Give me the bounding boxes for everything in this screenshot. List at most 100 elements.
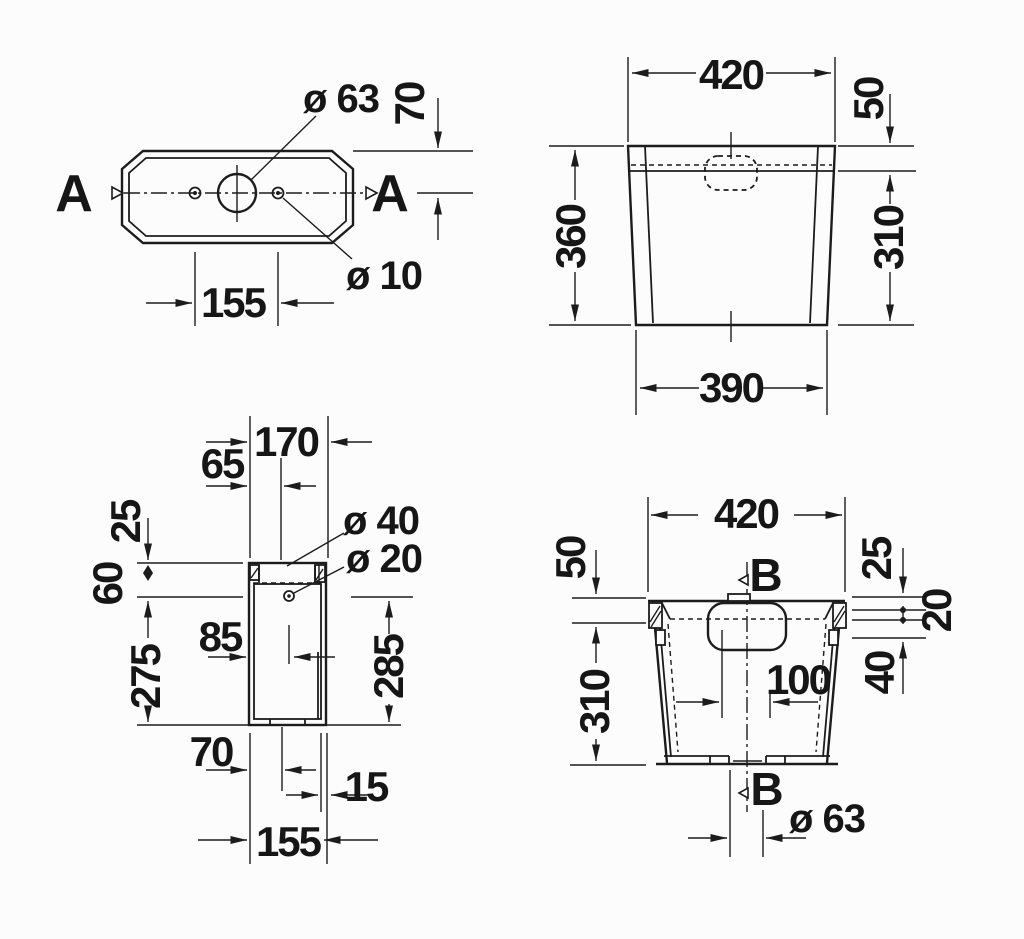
cistern-side-outline <box>247 561 328 727</box>
dim-label-310-bb: 310 <box>571 669 618 734</box>
section-bb-view: B B 420 50 310 25 <box>547 490 960 857</box>
dim-label-65-side: 65 <box>201 440 245 487</box>
dim-label-dia40: ø 40 <box>343 499 419 543</box>
dim-275-side: 275 <box>122 601 248 726</box>
leader-dia63 <box>250 115 317 181</box>
lid-clip-back <box>314 564 326 583</box>
bb-side-hole-left <box>655 629 666 646</box>
dim-155-side: 155 <box>198 818 378 865</box>
dim-420-front: 420 <box>627 51 836 142</box>
dim-40-bb: 40 <box>852 637 926 694</box>
section-label-a-left: A <box>55 165 93 223</box>
dim-label-310-front: 310 <box>865 205 912 270</box>
dim-diameter-20: ø 20 <box>293 537 423 594</box>
dim-label-420-front: 420 <box>699 51 764 98</box>
dim-label-25-bb: 25 <box>853 536 900 580</box>
dim-label-15-side: 15 <box>345 763 389 810</box>
section-arrow-a-right <box>365 185 379 201</box>
dim-label-155-plan: 155 <box>201 279 267 326</box>
bb-lid-notch <box>727 593 751 602</box>
dim-label-85-side: 85 <box>199 613 243 660</box>
front-inner-right <box>809 145 819 324</box>
hole-20-center <box>287 594 291 598</box>
dim-label-dia63: ø 63 <box>303 77 379 121</box>
bb-bracket-right <box>832 602 847 629</box>
dim-label-50-front: 50 <box>845 77 892 120</box>
dim-diameter-10: ø 10 <box>282 197 423 298</box>
hole-20-side <box>283 590 295 602</box>
section-marker-a-right: A <box>365 165 409 223</box>
dim-label-50-bb: 50 <box>547 536 594 579</box>
dim-25-double-arrow <box>143 565 153 581</box>
front-inner-left <box>644 145 654 324</box>
dim-100-bb: 100 <box>676 630 833 718</box>
dim-diameter-40: ø 40 <box>286 499 420 567</box>
cistern-plan-inner-outline <box>128 157 347 237</box>
bb-wall-left-hidden <box>667 623 679 753</box>
cistern-front-outline <box>626 144 837 327</box>
dim-155-plan: 155 <box>146 252 334 326</box>
dim-85-side: 85 <box>199 613 335 664</box>
dim-label-20-bb: 20 <box>913 589 960 632</box>
dim-20-bb: 20 <box>852 589 960 632</box>
dim-20-dot-top <box>900 607 906 613</box>
bb-wall-left-outer <box>653 627 669 764</box>
dim-label-40-bb: 40 <box>856 651 903 694</box>
dim-70-side-bottom: 70 <box>190 728 316 775</box>
dim-label-275-side: 275 <box>122 643 169 709</box>
leader-dia40 <box>286 532 345 567</box>
dim-label-70-side: 70 <box>190 728 233 775</box>
section-arrow-a-left <box>111 185 125 201</box>
cistern-side-inner-wall <box>253 583 322 720</box>
front-view: 420 50 310 360 390 <box>547 51 916 415</box>
dim-label-dia10: ø 10 <box>346 254 422 298</box>
bb-wall-right-outer <box>825 627 841 764</box>
fixing-hole-left-center <box>193 191 197 195</box>
section-label-b-bottom: B <box>750 763 783 815</box>
fixing-hole-right-center <box>276 191 280 195</box>
side-section-view: 170 65 ø 40 ø 20 25 60 <box>84 416 423 865</box>
dim-label-170-side: 170 <box>254 418 319 465</box>
leader-dia20 <box>293 566 345 594</box>
dim-label-70-plan: 70 <box>386 82 433 125</box>
dim-70-plan: 70 <box>353 82 473 240</box>
dim-diameter-63: ø 63 <box>250 77 380 181</box>
bb-wall-right-inner <box>822 627 835 758</box>
dim-310-bb: 310 <box>570 622 646 766</box>
dim-360-front: 360 <box>547 145 631 326</box>
dim-420-bb: 420 <box>647 490 846 592</box>
section-arrow-b-bottom <box>737 786 749 800</box>
dim-label-390-front: 390 <box>699 364 764 411</box>
dim-170-side: 170 <box>206 416 372 558</box>
fixing-hole-left <box>188 186 202 200</box>
fixing-hole-right <box>271 186 285 200</box>
section-marker-b-bottom: B <box>737 763 784 815</box>
dim-60-side: 60 <box>84 562 243 605</box>
section-arrow-b-top <box>737 573 749 587</box>
dim-label-60-side: 60 <box>84 562 131 605</box>
dim-25-bb: 25 <box>852 536 926 598</box>
section-label-a-right: A <box>371 165 409 223</box>
dim-20-dot-bottom <box>900 617 906 623</box>
section-label-b-top: B <box>749 549 782 601</box>
flush-valve-body <box>706 601 788 652</box>
dim-label-100-bb: 100 <box>766 656 831 703</box>
dim-50-front: 50 <box>838 77 914 147</box>
dim-390-front: 390 <box>635 330 828 415</box>
dim-label-360-front: 360 <box>547 204 594 269</box>
lid-clip-front <box>249 564 260 581</box>
dim-25-side: 25 <box>102 499 243 581</box>
dim-label-25-side: 25 <box>102 499 149 543</box>
bb-wall-right-hidden <box>815 623 827 753</box>
dim-285-side: 285 <box>327 596 413 726</box>
leader-dia10 <box>282 197 353 260</box>
dim-15-side: 15 <box>286 763 391 810</box>
dim-50-bb: 50 <box>547 536 646 599</box>
dim-label-dia20: ø 20 <box>346 537 422 581</box>
dim-label-155-side: 155 <box>256 818 322 865</box>
dim-label-285-side: 285 <box>365 633 412 699</box>
plan-view: A A ø 63 ø 10 70 155 <box>55 77 473 326</box>
dim-310-front: 310 <box>838 170 916 326</box>
